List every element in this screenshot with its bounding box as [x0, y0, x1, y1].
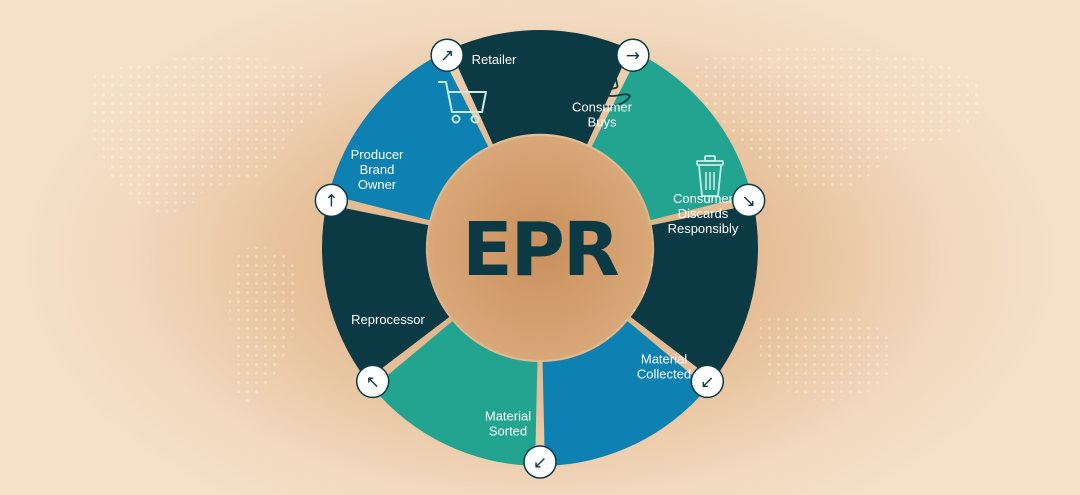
segment-3: [542, 321, 708, 466]
arrow-circle: [731, 183, 766, 218]
flow-arrow-4: ↖: [355, 364, 390, 399]
arrow-circle: [314, 183, 349, 218]
arrow-circle: [616, 38, 650, 72]
arrow-glyph: ↖: [366, 372, 380, 392]
segment-2: [630, 204, 758, 381]
stage-label-0: Retailer: [472, 52, 517, 67]
stage-label-5: Reprocessor: [351, 312, 425, 327]
arrow-circle: [430, 38, 464, 72]
flow-arrow-3: ↙: [523, 445, 557, 479]
arrow-circle: [355, 364, 390, 399]
shopping-cart-icon: [438, 81, 487, 124]
arrow-glyph: ↙: [700, 372, 714, 392]
arrow-glyph: ↗: [440, 46, 454, 66]
arrow-glyph: ↙: [533, 453, 547, 473]
cycle-segments: [322, 30, 758, 466]
flow-arrows: → ↘ ↙ ↙ ↖ ↑ ↗: [314, 38, 766, 479]
arrow-glyph: ↑: [324, 191, 338, 211]
arrow-glyph: →: [626, 46, 640, 66]
segment-1: [591, 53, 752, 221]
arrow-circle: [690, 364, 725, 399]
arrow-glyph: ↘: [742, 191, 756, 211]
center-title: EPR: [462, 207, 619, 293]
flow-arrow-0: →: [616, 38, 650, 72]
segment-4: [372, 321, 538, 466]
flow-arrow-6: ↗: [430, 38, 464, 72]
hand-bag-icon: [577, 62, 631, 108]
flow-arrow-5: ↑: [314, 183, 349, 218]
trash-bin-icon: [696, 155, 724, 197]
arrow-circle: [523, 445, 557, 479]
stage-icons: [438, 62, 724, 197]
flow-arrow-2: ↙: [690, 364, 725, 399]
flow-arrow-1: ↘: [731, 183, 766, 218]
segment-5: [322, 204, 450, 381]
segment-0: [449, 30, 631, 145]
center-hub: [428, 136, 652, 360]
